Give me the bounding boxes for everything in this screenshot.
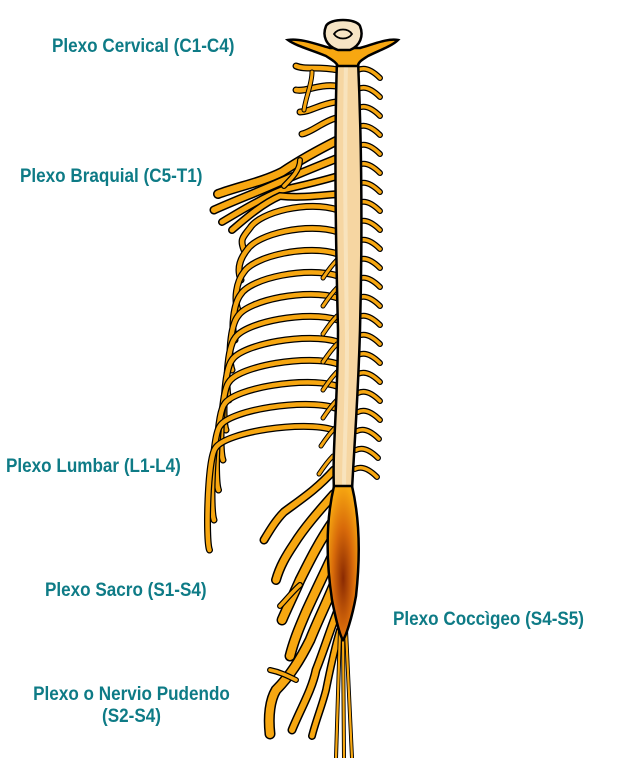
- cervical-plexus-nerves: [292, 62, 342, 138]
- pudendal-plexus-label: Plexo o Nervio Pudendo (S2-S4): [10, 684, 253, 728]
- intercostal-nerve: [239, 204, 341, 253]
- right-nerve-root: [356, 370, 382, 384]
- cauda-equina: [334, 628, 354, 758]
- brachial-plexus-label: Plexo Braquial (C5-T1): [20, 166, 203, 187]
- conus-medullaris: [326, 484, 360, 643]
- intercostal-nerves: [204, 202, 342, 554]
- right-nerve-root: [356, 85, 382, 99]
- pudendal-plexus-label-line2: (S2-S4): [102, 705, 161, 727]
- right-nerve-root: [353, 465, 379, 479]
- cervical-plexus-label: Plexo Cervical (C1-C4): [52, 36, 235, 57]
- intercostal-nerve: [236, 226, 341, 283]
- intercostal-nerve: [214, 380, 339, 493]
- right-nerve-root: [354, 446, 380, 460]
- coccygeal-plexus-label: Plexo Coccìgeo (S4-S5): [393, 609, 585, 630]
- left-nerve-root: [321, 314, 339, 336]
- pudendal-plexus-label-line1: Plexo o Nervio Pudendo: [33, 684, 230, 705]
- right-nerve-root: [356, 408, 382, 422]
- right-nerve-root: [356, 104, 382, 118]
- lumbar-sacral-plexus-nerves: [259, 465, 344, 740]
- left-nerve-root: [317, 454, 335, 476]
- right-nerve-roots: [316, 65, 383, 480]
- sacral-plexus-label: Plexo Sacro (S1-S4): [45, 580, 207, 601]
- left-nerve-root: [319, 426, 337, 448]
- brachial-plexus-nerves: [209, 135, 343, 234]
- right-nerve-root: [355, 427, 381, 441]
- right-nerve-root: [356, 332, 382, 346]
- intercostal-nerve: [205, 424, 336, 553]
- right-nerve-root: [356, 66, 382, 80]
- intercostal-nerve: [208, 400, 339, 524]
- right-nerve-root: [356, 389, 382, 403]
- intercostal-nerve: [209, 402, 338, 523]
- brainstem-top: [284, 18, 401, 68]
- lumbar-plexus-label: Plexo Lumbar (L1-L4): [6, 456, 181, 477]
- left-nerve-root: [321, 342, 339, 364]
- left-nerve-root: [321, 286, 339, 308]
- spinal-cord: [332, 58, 363, 492]
- right-nerve-root: [356, 351, 382, 365]
- left-nerve-root: [321, 370, 339, 392]
